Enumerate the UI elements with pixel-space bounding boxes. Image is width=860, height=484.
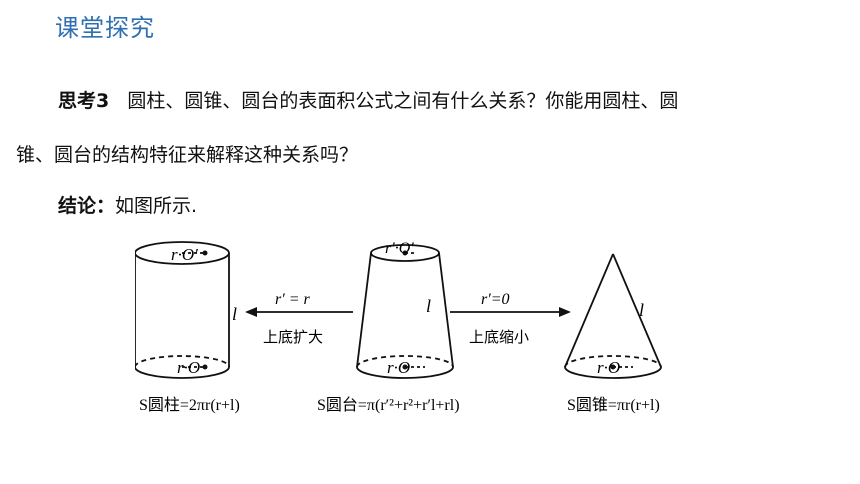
cone-shape [564, 253, 662, 379]
page-title: 课堂探究 [55, 14, 155, 42]
frustum-formula: S圆台=π(r′²+r²+r′l+rl) [317, 396, 460, 414]
frustum-top-label: r′·O′ [385, 240, 414, 257]
conclusion-line: 结论：如图所示. [58, 193, 197, 219]
solids-figure: r·O′ l r·O S圆柱=2πr(r+l) r′·O′ l r·O S圆台=… [134, 232, 695, 432]
cylinder-side-label: l [232, 304, 237, 324]
right-arrow-caption: 上底缩小 [469, 328, 529, 346]
right-arrow-condition: r′=0 [481, 291, 510, 308]
cylinder-shape [134, 241, 230, 379]
cone-formula: S圆锥=πr(r+l) [567, 396, 660, 414]
question-label: 思考3 [58, 90, 110, 112]
cylinder-top-label: r·O′ [171, 245, 198, 264]
question-line-1: 思考3 圆柱、圆锥、圆台的表面积公式之间有什么关系？你能用圆柱、圆 [58, 88, 678, 114]
frustum-bottom-label: r·O [387, 358, 410, 377]
cylinder-bottom-label: r·O [177, 358, 200, 377]
arrow-left-head [245, 307, 257, 317]
conclusion-text: 如图所示. [115, 195, 198, 217]
solids-diagram: r·O′ l r·O S圆柱=2πr(r+l) r′·O′ l r·O S圆台=… [134, 240, 662, 414]
cone-bottom-label: r·O [597, 358, 620, 377]
frustum-side-label: l [426, 296, 431, 316]
conclusion-label: 结论： [58, 195, 116, 217]
cone-side-label: l [639, 300, 644, 320]
left-arrow-condition: r′ = r [275, 291, 311, 308]
cylinder-formula: S圆柱=2πr(r+l) [139, 396, 240, 414]
frustum-shape [356, 244, 454, 379]
arrow-right-head [559, 307, 571, 317]
left-arrow-caption: 上底扩大 [263, 328, 323, 346]
question-line-2: 锥、圆台的结构特征来解释这种关系吗？ [16, 144, 359, 166]
question-text-1: 圆柱、圆锥、圆台的表面积公式之间有什么关系？你能用圆柱、圆 [127, 90, 679, 112]
